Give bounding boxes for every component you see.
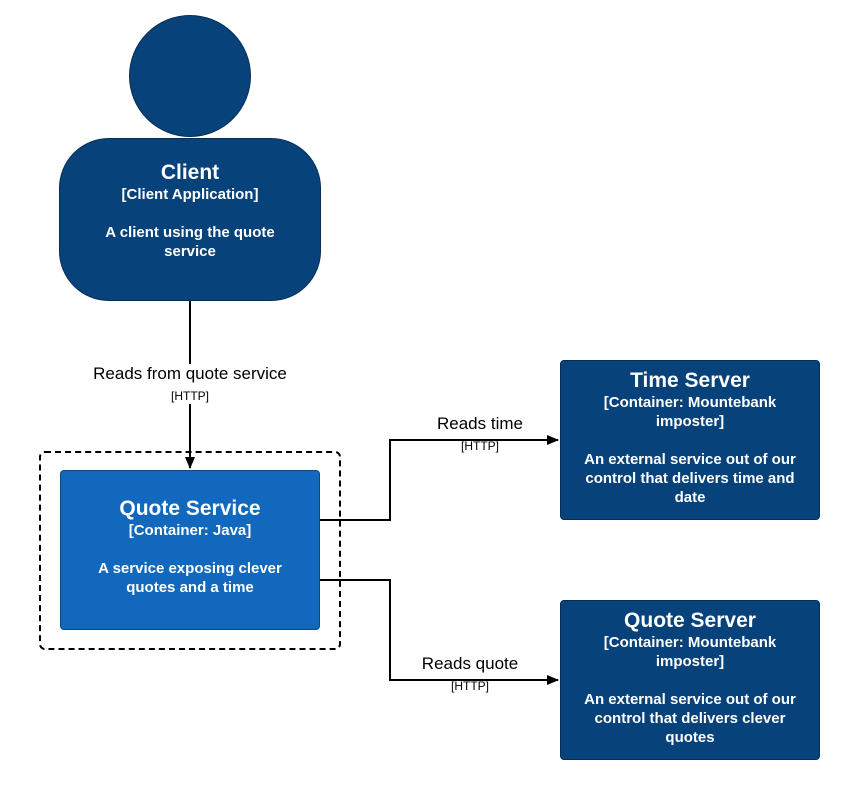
time-server-title: Time Server (630, 369, 750, 392)
client-person-head (129, 15, 251, 137)
edge-label-text: Reads from quote service (93, 364, 287, 383)
quote-service-description: A service exposing clever quotes and a t… (98, 560, 282, 596)
quote-service-node[interactable]: Quote Service [Container: Java] A servic… (60, 470, 320, 630)
client-kind: [Client Application] (121, 186, 259, 203)
edge-technology: [HTTP] (451, 679, 489, 693)
edge-label-quote-service-to-quote-server: Reads quote [HTTP] (405, 654, 535, 694)
edge-technology: [HTTP] (461, 439, 499, 453)
edge-label-quote-service-to-time-server: Reads time [HTTP] (415, 414, 545, 454)
quote-server-node[interactable]: Quote Server [Container: Mountebank impo… (560, 600, 820, 760)
edge-quote-service-to-time-server (320, 435, 559, 521)
client-title: Client (160, 161, 220, 184)
edge-label-text: Reads quote (421, 654, 519, 673)
edge-label-client-to-quote-service: Reads from quote service [HTTP] (80, 364, 300, 404)
quote-service-kind: [Container: Java] (128, 522, 252, 539)
time-server-kind: [Container: Mountebank imposter] (603, 394, 777, 430)
quote-server-kind: [Container: Mountebank imposter] (603, 634, 777, 670)
edge-label-text: Reads time (437, 414, 523, 433)
quote-service-title: Quote Service (119, 497, 261, 520)
quote-server-title: Quote Server (624, 609, 756, 632)
edge-quote-service-to-quote-server (320, 579, 559, 685)
container-boundary (39, 451, 341, 650)
time-server-node[interactable]: Time Server [Container: Mountebank impos… (560, 360, 820, 520)
quote-server-description: An external service out of our control t… (584, 691, 796, 746)
time-server-description: An external service out of our control t… (584, 451, 796, 506)
client-person-body (59, 138, 321, 301)
client-description: A client using the quote service (105, 224, 275, 260)
client-node[interactable]: Client [Client Application] A client usi… (59, 161, 321, 261)
edge-technology: [HTTP] (171, 389, 209, 403)
